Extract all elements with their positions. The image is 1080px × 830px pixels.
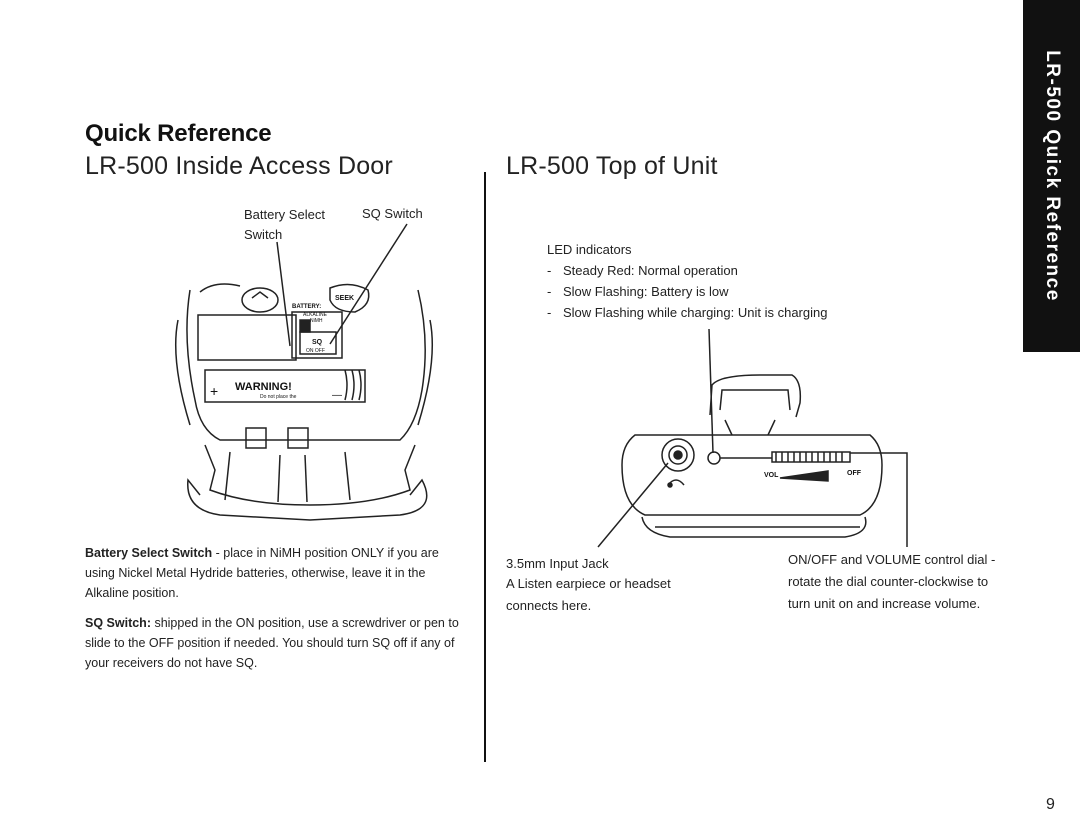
battery-select-paragraph: Battery Select Switch - place in NiMH po… (85, 543, 470, 603)
led-title: LED indicators (547, 242, 632, 257)
device-vol-text: VOL (764, 472, 779, 479)
device-nimh-text: NiMH (310, 318, 323, 324)
device-alkaline-text: ALKALINE (303, 312, 328, 318)
led-list: Steady Red: Normal operation Slow Flashi… (547, 260, 827, 323)
dial-line-1: ON/OFF and VOLUME control dial - (788, 552, 996, 567)
dial-line-2: rotate the dial counter-clockwise to (788, 574, 989, 589)
section-tab: LR-500 Quick Reference (1023, 0, 1080, 352)
device-warning-text: WARNING! (235, 381, 292, 393)
device-plus-text: + (210, 383, 218, 399)
page-title: Quick Reference (85, 120, 272, 147)
device-minus-text: — (332, 390, 342, 401)
sq-switch-text: shipped in the ON position, use a screwd… (85, 616, 459, 670)
led-item: Steady Red: Normal operation (547, 260, 827, 281)
device-onoff-text: ON OFF (306, 348, 325, 354)
column-divider (484, 172, 486, 762)
inside-door-illustration: BATTERY: ALKALINE NiMH SQ ON OFF SEEK + … (174, 223, 434, 521)
battery-select-term: Battery Select Switch (85, 546, 213, 560)
device-battery-text: BATTERY: (292, 304, 321, 310)
sq-switch-term: SQ Switch: (85, 616, 151, 630)
jack-desc-2: connects here. (506, 598, 592, 613)
sq-switch-paragraph: SQ Switch: shipped in the ON position, u… (85, 613, 470, 673)
device-warning-sub: Do not place the (260, 394, 297, 400)
dial-line-3: turn unit on and increase volume. (788, 596, 981, 611)
battery-select-text: - place in NiMH position ONLY if you are… (85, 546, 439, 600)
device-sq-text: SQ (312, 339, 323, 346)
jack-desc-1: A Listen earpiece or headset (506, 576, 671, 591)
device-off-text: OFF (847, 470, 862, 477)
left-heading: LR-500 Inside Access Door (85, 152, 393, 180)
device-seek-text: SEEK (335, 295, 354, 302)
led-item: Slow Flashing while charging: Unit is ch… (547, 302, 827, 323)
page-number: 9 (1046, 796, 1055, 813)
callout-battery-line2: Switch (244, 227, 283, 242)
jack-title: 3.5mm Input Jack (506, 556, 609, 571)
top-of-unit-illustration: VOL OFF (597, 328, 908, 548)
led-item: Slow Flashing: Battery is low (547, 281, 827, 302)
callout-sq: SQ Switch (362, 206, 423, 221)
right-heading: LR-500 Top of Unit (506, 152, 718, 180)
section-tab-label: LR-500 Quick Reference (1042, 50, 1063, 302)
callout-battery-line1: Battery Select (244, 207, 325, 222)
